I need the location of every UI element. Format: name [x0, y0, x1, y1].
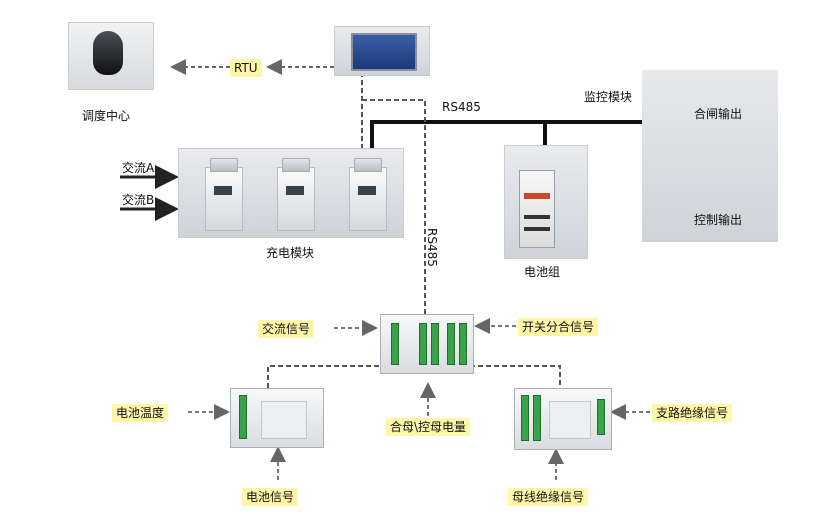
switch-signal-label: 开关分合信号	[518, 318, 599, 336]
rs485-horizontal-label: RS485	[442, 100, 481, 114]
dispatch-center-panel	[68, 22, 154, 90]
branch-insulation-label: 支路绝缘信号	[652, 404, 733, 422]
bus-voltage-label: 合母\控母电量	[386, 418, 471, 436]
monitor-module-label: 监控模块	[584, 90, 633, 104]
battery-cabinet	[519, 170, 555, 248]
busbar-insulation-label: 母线绝缘信号	[508, 488, 589, 506]
rtu-screen-icon	[351, 33, 417, 71]
charging-module-unit	[205, 158, 243, 231]
rtu-label: RTU	[230, 59, 262, 77]
battery-pack-panel	[504, 145, 588, 259]
ac-b-label: 交流B	[122, 193, 155, 207]
control-output-label: 控制输出	[694, 213, 743, 227]
monitor-hub-device	[380, 314, 474, 374]
rtu-device	[334, 26, 430, 76]
battery-monitor-device	[230, 388, 324, 448]
dispatch-center-label: 调度中心	[82, 109, 131, 123]
charging-module-panel	[178, 148, 404, 238]
rs485-vertical-label: RS485	[425, 228, 439, 267]
battery-signal-label: 电池信号	[242, 488, 299, 506]
charging-module-unit	[277, 158, 315, 231]
battery-temp-label: 电池温度	[112, 404, 169, 422]
ac-a-label: 交流A	[122, 161, 155, 175]
battery-pack-label: 电池组	[524, 265, 561, 279]
insulation-monitor-device	[514, 388, 612, 450]
rtu-dashed-line-2	[362, 99, 426, 316]
monitor-module-panel	[642, 70, 778, 242]
charging-module-label: 充电模块	[266, 246, 315, 260]
charging-module-unit	[349, 158, 387, 231]
closing-output-label: 合闸输出	[694, 107, 743, 121]
mouse-icon	[93, 31, 123, 75]
ac-signal-label: 交流信号	[258, 320, 315, 338]
